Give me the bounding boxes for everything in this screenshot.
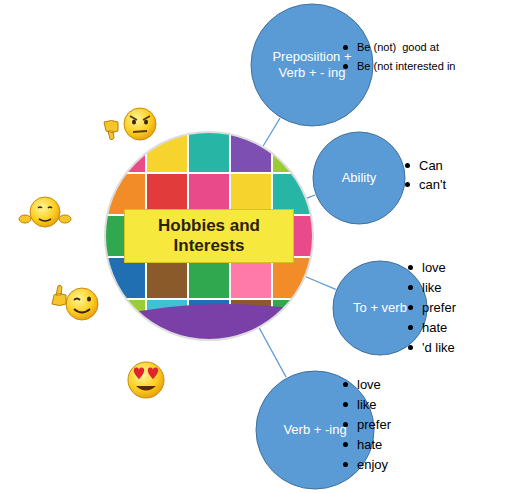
bullet-dot (343, 462, 348, 467)
bullet-item: like (408, 280, 442, 295)
bullet-text: hate (422, 320, 447, 335)
bullet-item: Be (not interested in (343, 60, 455, 72)
bullet-dot (408, 265, 413, 270)
bullet-dot (343, 422, 348, 427)
bullet-dot (408, 345, 413, 350)
bullet-item: prefer (408, 300, 456, 315)
bullet-item: like (343, 397, 377, 412)
angry-emoji (104, 108, 156, 140)
connector-line (259, 328, 286, 377)
connector-line (263, 118, 280, 146)
bullet-text: Be (not interested in (357, 60, 455, 72)
bullet-item: hate (408, 320, 447, 335)
bullet-text: enjoy (357, 457, 388, 472)
bullet-dot (408, 325, 413, 330)
bullet-item: can't (405, 177, 446, 192)
bullet-dot (343, 402, 348, 407)
bullet-item: love (408, 260, 446, 275)
grammar-circle: Preposiition + Verb + - ing (250, 3, 374, 127)
bullet-text: hate (357, 437, 382, 452)
bullet-item: enjoy (343, 457, 388, 472)
circle-label: Verb + -ing (283, 422, 346, 438)
circle-label: Preposiition + Verb + - ing (270, 49, 354, 80)
bullet-text: love (357, 377, 381, 392)
circle-label: Ability (342, 170, 377, 186)
bullet-text: Be (not) good at (357, 41, 439, 53)
bullet-item: prefer (343, 417, 391, 432)
bullet-dot (405, 163, 410, 168)
bullet-text: prefer (422, 300, 456, 315)
topic-circle: Hobbies and Interests (104, 131, 314, 341)
bullet-dot (408, 305, 413, 310)
heart-eyes-emoji (128, 362, 164, 398)
bullet-text: 'd like (422, 340, 455, 355)
bullet-text: can't (419, 177, 446, 192)
bullet-item: 'd like (408, 340, 455, 355)
grammar-circle: Ability (312, 131, 406, 225)
thumbs-up-emoji (52, 285, 98, 320)
bullet-dot (343, 382, 348, 387)
bullet-item: Be (not) good at (343, 41, 439, 53)
shrug-emoji (19, 197, 71, 227)
bullet-text: like (422, 280, 442, 295)
bullet-dot (343, 442, 348, 447)
connector-line (307, 195, 315, 198)
topic-title: Hobbies and Interests (124, 209, 294, 264)
bullet-text: love (422, 260, 446, 275)
connector-line (306, 277, 336, 290)
bullet-item: Can (405, 158, 443, 173)
circle-label: To + verb (353, 300, 407, 316)
bullet-text: prefer (357, 417, 391, 432)
bullet-dot (408, 285, 413, 290)
grammar-circle: To + verb (332, 260, 428, 356)
bullet-item: love (343, 377, 381, 392)
bullet-dot (343, 64, 348, 69)
bullet-item: hate (343, 437, 382, 452)
bullet-text: like (357, 397, 377, 412)
bullet-text: Can (419, 158, 443, 173)
bullet-dot (405, 182, 410, 187)
bullet-dot (343, 45, 348, 50)
